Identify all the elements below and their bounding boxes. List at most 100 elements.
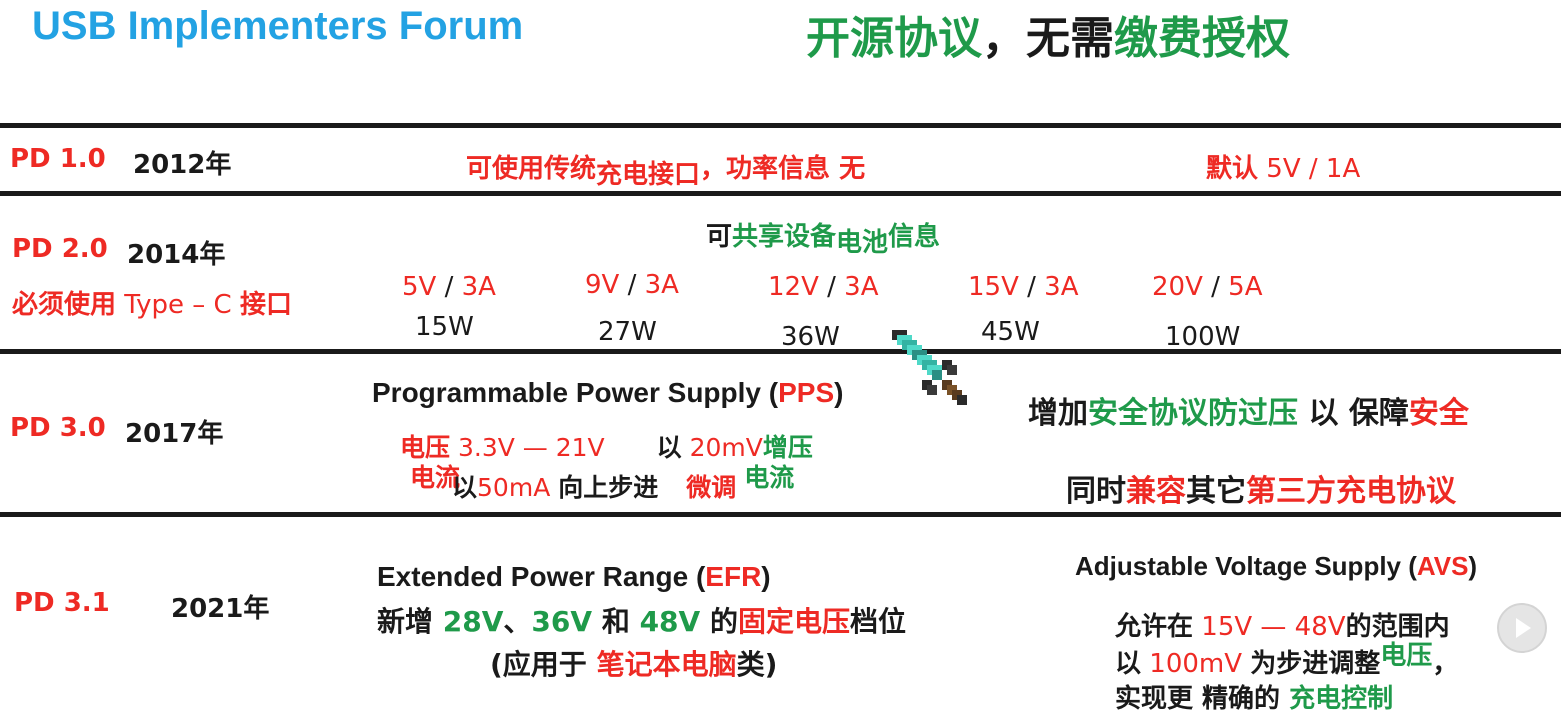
- power-level-watts: 36W: [781, 322, 840, 352]
- divider-1: [0, 123, 1561, 128]
- pd30-pps-a: Programmable Power Supply (: [372, 377, 779, 408]
- pd30-v-d: 20mV: [689, 433, 763, 462]
- pd31-fixed-e: 和: [601, 605, 630, 638]
- pd31-epr-b: EFR: [705, 561, 762, 592]
- pd10-desc-b: 充电接口: [596, 160, 701, 190]
- divider-2: [0, 191, 1561, 196]
- pd30-c-a: 电流: [410, 463, 461, 492]
- pd20-share-d: 信息: [888, 222, 941, 252]
- pd31-avs: Adjustable Voltage Supply (AVS): [1075, 551, 1477, 582]
- level-separator: /: [818, 272, 845, 302]
- slogan-comma: ，: [982, 13, 1026, 64]
- pd31-avs-step-b: 100mV: [1149, 649, 1243, 679]
- power-level-watts: 15W: [415, 312, 474, 342]
- pd30-v-a: 电压: [400, 433, 451, 462]
- pd10-name: PD 1.0: [10, 144, 106, 174]
- pd20-type-c: 必须使用 Type – C 接口: [12, 284, 292, 321]
- pd30-compat-c: 其它: [1186, 474, 1246, 509]
- pd31-fixed-j: 档位: [850, 605, 907, 638]
- pd31-fixed-g: 的: [709, 605, 738, 638]
- pd10-year: 2012年: [133, 150, 232, 180]
- pd31-avs-ctrl: 实现更 精确的 充电控制: [1115, 678, 1393, 715]
- slogan-no-need: 无需: [1026, 13, 1114, 64]
- pd31-avs-step-e: ，: [1432, 649, 1459, 679]
- power-level-voltage-current: 15V / 3A: [968, 272, 1079, 302]
- pd10-desc-c: ，功率信息 无: [700, 154, 866, 184]
- pd20-type-c-b: Type – C: [124, 290, 232, 320]
- pd20-name: PD 2.0: [12, 234, 108, 264]
- level-current: 5A: [1228, 272, 1263, 302]
- power-level-voltage-current: 20V / 5A: [1152, 272, 1263, 302]
- pd31-name: PD 3.1: [14, 588, 110, 618]
- pd30-c-d: 向上步进: [558, 473, 659, 502]
- level-separator: /: [1018, 272, 1045, 302]
- pd31-laptop-b: 笔记本电脑: [596, 648, 737, 681]
- pd30-year: 2017年: [125, 419, 224, 449]
- divider-3: [0, 349, 1561, 354]
- pd30-v-e: 增压: [762, 433, 813, 462]
- pd31-avs-c: ): [1468, 551, 1478, 581]
- pd31-laptop-c: 类): [736, 648, 778, 681]
- power-level-watts: 100W: [1165, 322, 1241, 352]
- pd30-compat: 同时兼容其它第三方充电协议: [1066, 466, 1456, 510]
- pd30-c-e: 微调: [686, 473, 737, 502]
- power-level-watts: 45W: [981, 317, 1040, 347]
- pd30-safety-c: 以 保障: [1308, 396, 1409, 431]
- pd30-v-b: 3.3V — 21V: [457, 433, 605, 462]
- pd30-pps-c: ): [834, 377, 844, 408]
- pd30-safety: 增加安全协议防过压 以 保障安全: [1028, 388, 1469, 432]
- pd30-voltage-line: 电压 3.3V — 21V 以 20mV增压: [400, 428, 813, 464]
- level-voltage: 5V: [402, 272, 437, 302]
- slogan: 开源协议，无需缴费授权: [806, 2, 1290, 66]
- level-separator: /: [436, 272, 462, 302]
- pd31-laptop-a: (应用于: [490, 648, 587, 681]
- pd30-pps-b: PPS: [778, 377, 835, 408]
- pd31-epr: Extended Power Range (EFR): [377, 561, 771, 593]
- org-title: USB Implementers Forum: [32, 4, 524, 48]
- divider-4: [0, 512, 1561, 517]
- level-voltage: 20V: [1152, 272, 1203, 302]
- pd31-avs-b: AVS: [1416, 551, 1469, 581]
- pd10-desc: 可使用传统充电接口，功率信息 无: [466, 148, 866, 190]
- pd10-default-value: 5V / 1A: [1266, 154, 1361, 184]
- pd31-fixed-i: 电压: [794, 605, 851, 638]
- pd31-laptop: (应用于 笔记本电脑类): [490, 643, 777, 683]
- pd20-share-b: 共享设备: [732, 222, 837, 252]
- level-voltage: 15V: [968, 272, 1019, 302]
- pd30-current-line: 电流以50mA 向上步进 微调 电流: [410, 458, 794, 502]
- pd31-fixed-b: 28V: [442, 605, 504, 638]
- pd31-fixed-d: 36V: [531, 605, 593, 638]
- power-level-voltage-current: 5V / 3A: [402, 272, 496, 302]
- pd31-fixed-c: 、: [503, 605, 532, 638]
- pd31-avs-range-a: 允许在: [1115, 612, 1194, 642]
- pd30-v-c: 以: [656, 433, 682, 462]
- pd31-avs-a: Adjustable Voltage Supply (: [1075, 551, 1417, 581]
- pd30-safety-a: 增加: [1028, 396, 1088, 431]
- pd30-compat-b: 兼容: [1126, 474, 1186, 509]
- pd30-pps: Programmable Power Supply (PPS): [372, 377, 843, 409]
- pd31-avs-range-b: 15V — 48V: [1201, 612, 1346, 642]
- pd31-avs-range: 允许在 15V — 48V的范围内: [1115, 606, 1450, 643]
- pd20-share-a: 可: [706, 222, 733, 252]
- pd31-avs-range-c: 的范围内: [1345, 612, 1450, 642]
- diamond-sword-icon: [892, 330, 967, 405]
- pd31-avs-step-c: 为步进调整: [1250, 649, 1381, 679]
- pd31-fixed-a: 新增: [377, 605, 434, 638]
- slogan-open: 开源协议: [806, 13, 982, 64]
- pd31-avs-step-a: 以: [1115, 649, 1142, 679]
- pd31-year: 2021年: [171, 594, 270, 624]
- pd30-safety-d: 安全: [1408, 396, 1469, 431]
- pd30-compat-a: 同时: [1066, 474, 1126, 509]
- slogan-fee: 缴费授权: [1114, 13, 1290, 64]
- pd31-avs-step-d: 电压: [1380, 641, 1433, 671]
- pd30-compat-d: 第三方充电协议: [1246, 474, 1456, 509]
- pd31-fixed: 新增 28V、36V 和 48V 的固定电压档位: [377, 600, 906, 640]
- level-voltage: 9V: [585, 270, 620, 300]
- pd30-name: PD 3.0: [10, 413, 106, 443]
- play-icon[interactable]: [1497, 603, 1547, 653]
- level-voltage: 12V: [768, 272, 819, 302]
- pd10-default-label: 默认: [1206, 154, 1259, 184]
- power-level-voltage-current: 9V / 3A: [585, 270, 679, 300]
- pd31-avs-ctrl-a: 实现更 精确的: [1115, 684, 1281, 714]
- level-current: 3A: [461, 272, 496, 302]
